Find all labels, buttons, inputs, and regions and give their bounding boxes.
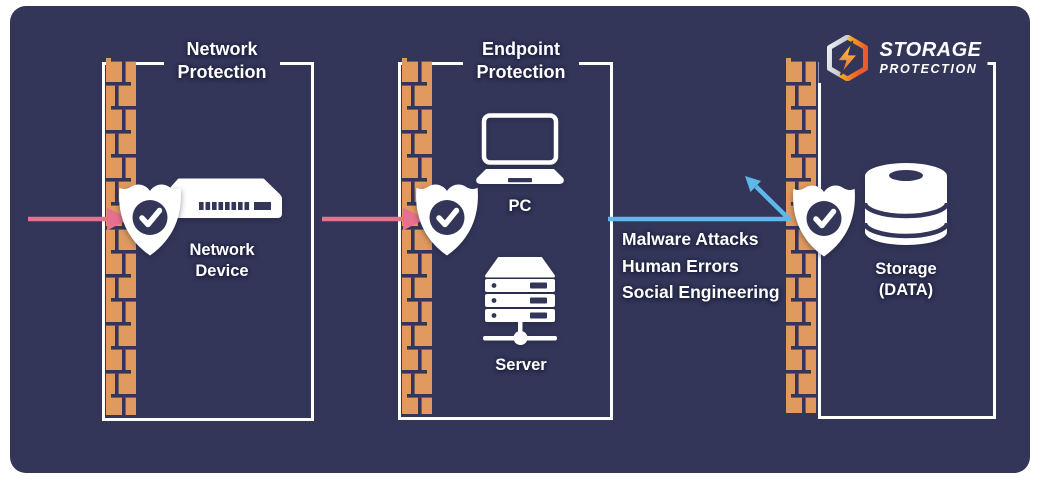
server-label: Server	[495, 356, 547, 374]
shield-check-icon	[414, 180, 480, 258]
firewall-brick-wall	[402, 58, 432, 414]
shield-check-icon	[791, 181, 857, 259]
server-rack-icon	[483, 257, 557, 345]
laptop-icon	[476, 113, 564, 184]
shield-check-icon	[117, 180, 183, 258]
network-section-title: Network Protection	[164, 36, 280, 86]
network-device-label: Network Device	[189, 241, 255, 280]
attack-arrow-network	[28, 207, 129, 231]
threat-item: Human Errors	[622, 255, 739, 276]
logo-title: STORAGE	[879, 38, 982, 61]
hexagon-lightning-icon	[826, 35, 868, 81]
threat-item: Malware Attacks	[622, 229, 759, 249]
attack-arrow-endpoint	[322, 207, 425, 231]
threat-list: Malware Attacks Human Errors Social Engi…	[622, 226, 780, 306]
logo-subtitle: PROTECTION	[879, 61, 978, 76]
endpoint-section-title: Endpoint Protection	[463, 36, 579, 86]
pc-label: PC	[508, 197, 532, 215]
storage-data-label: Storage (DATA)	[875, 260, 937, 299]
logo-text: STORAGE PROTECTION	[879, 40, 981, 77]
deflected-attack-arrow	[608, 176, 792, 222]
database-icon	[863, 163, 949, 245]
storage-protection-logo: STORAGE PROTECTION	[818, 33, 988, 83]
threat-item: Social Engineering	[622, 282, 780, 302]
